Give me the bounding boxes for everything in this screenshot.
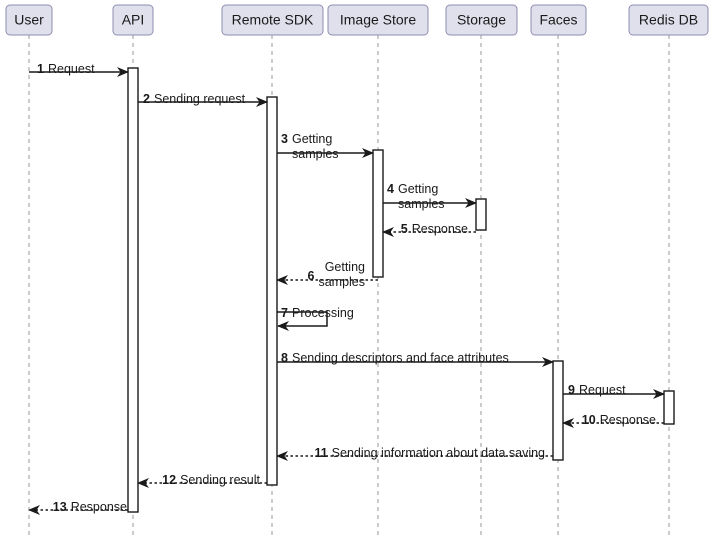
- participants-layer: User API Remote SDK Image Store Storage Faces…: [5, 4, 709, 36]
- participant-box-image-store[interactable]: [327, 4, 429, 36]
- participant-box-redis-db[interactable]: [628, 4, 709, 36]
- message-13: 13 Response: [28, 500, 128, 515]
- message-line-7: [277, 311, 328, 331]
- participant-label-api: API: [122, 12, 145, 28]
- message-label-11: Sending information about data saving: [332, 446, 545, 460]
- message-label-13: Response: [71, 500, 127, 514]
- message-number-2: 2: [143, 92, 150, 106]
- message-number-4: 4: [387, 182, 394, 196]
- message-8: 8 Sending descriptors and face attributes: [277, 351, 554, 367]
- message-7: 7 Processing: [277, 306, 354, 331]
- participant-label-image-store: Image Store: [340, 12, 416, 28]
- message-number-8: 8: [281, 351, 288, 365]
- message-number-3: 3: [281, 132, 288, 146]
- participant-api[interactable]: API: [112, 4, 154, 36]
- activation-bar-faces: [552, 360, 564, 461]
- participant-storage[interactable]: Storage: [445, 4, 518, 36]
- participant-box-storage[interactable]: [445, 4, 518, 36]
- message-number-5: 5: [401, 222, 408, 236]
- participant-label-faces: Faces: [539, 12, 577, 28]
- message-label-1: Request: [48, 62, 95, 76]
- message-number-9: 9: [568, 383, 575, 397]
- message-2: 2 Sending request: [138, 92, 268, 107]
- activations-layer: [127, 67, 675, 513]
- message-12: 12 Sending result: [137, 473, 267, 488]
- participant-label-redis-db: Redis DB: [639, 12, 698, 28]
- participant-user[interactable]: User: [5, 4, 53, 36]
- activation-bar-api: [127, 67, 139, 513]
- activation-bar-storage: [475, 198, 487, 231]
- message-label-9: Request: [579, 383, 626, 397]
- activation-bar-remote-sdk: [266, 96, 278, 486]
- participant-box-api[interactable]: [112, 4, 154, 36]
- participant-remote-sdk[interactable]: Remote SDK: [221, 4, 324, 36]
- message-number-7: 7: [281, 306, 288, 320]
- participant-box-faces[interactable]: [530, 4, 587, 36]
- participant-box-remote-sdk[interactable]: [221, 4, 324, 36]
- message-label-12: Sending result: [180, 473, 260, 487]
- participant-redis-db[interactable]: Redis DB: [628, 4, 709, 36]
- message-label-2: Sending request: [154, 92, 246, 106]
- participant-label-user: User: [14, 12, 44, 28]
- message-label-7: Processing: [292, 306, 354, 320]
- participant-label-storage: Storage: [457, 12, 506, 28]
- message-number-13: 13: [53, 500, 67, 514]
- message-9: 9 Request: [563, 383, 665, 399]
- message-5: 5 Response: [382, 222, 476, 237]
- message-label-5: Response: [412, 222, 468, 236]
- message-label-10: Response: [600, 413, 656, 427]
- participant-image-store[interactable]: Image Store: [327, 4, 429, 36]
- message-label-8: Sending descriptors and face attributes: [292, 351, 509, 365]
- message-number-6: 6: [308, 269, 315, 283]
- message-number-12: 12: [162, 473, 176, 487]
- message-1: 1 Request: [29, 62, 129, 77]
- message-11: 11 Sending information about data saving: [276, 446, 553, 461]
- message-10: 10 Response: [562, 413, 664, 428]
- message-number-11: 11: [314, 446, 327, 460]
- message-number-10: 10: [582, 413, 596, 427]
- participant-box-user[interactable]: [5, 4, 53, 36]
- activation-bar-redis-db: [663, 390, 675, 425]
- activation-bar-image-store: [372, 149, 384, 278]
- participant-label-remote-sdk: Remote SDK: [232, 12, 314, 28]
- participant-faces[interactable]: Faces: [530, 4, 587, 36]
- message-number-1: 1: [37, 62, 44, 76]
